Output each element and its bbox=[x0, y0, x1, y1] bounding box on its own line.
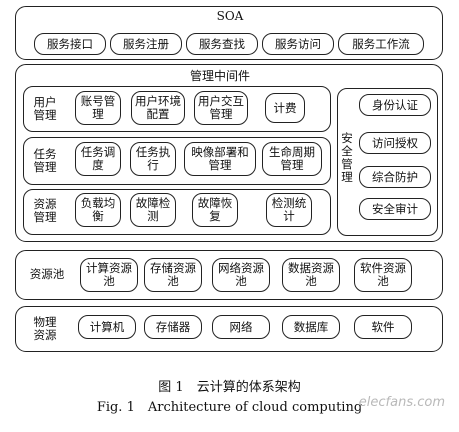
user-environment-config: 用户环境配置 bbox=[131, 91, 185, 125]
task-management-label: 任务管理 bbox=[33, 147, 57, 174]
soa-item-workflow: 服务工作流 bbox=[338, 33, 424, 55]
storage-resource-pool: 存储资源池 bbox=[144, 258, 202, 292]
resource-pool-label: 资源池 bbox=[29, 267, 65, 281]
load-balancing: 负载均衡 bbox=[75, 193, 121, 227]
physical-database: 数据库 bbox=[282, 315, 340, 339]
management-middleware-title: 管理中间件 bbox=[189, 69, 250, 83]
user-account-management: 账号管理 bbox=[75, 91, 121, 125]
physical-computer: 计算机 bbox=[78, 315, 136, 339]
soa-item-lookup: 服务查找 bbox=[186, 33, 258, 55]
soa-item-register: 服务注册 bbox=[110, 33, 182, 55]
soa-item-access: 服务访问 bbox=[262, 33, 334, 55]
caption-chinese: 图 1 云计算的体系架构 bbox=[158, 380, 301, 395]
task-execution: 任务执行 bbox=[130, 142, 176, 176]
physical-software: 软件 bbox=[354, 315, 412, 339]
integrated-protection: 综合防护 bbox=[359, 166, 431, 188]
identity-authentication: 身份认证 bbox=[359, 94, 431, 116]
physical-resources-label: 物理资源 bbox=[33, 315, 57, 342]
caption-english: Fig. 1 Architecture of cloud computing bbox=[96, 400, 363, 415]
physical-storage: 存储器 bbox=[144, 315, 202, 339]
monitoring-statistics: 检测统计 bbox=[266, 193, 312, 227]
lifecycle-management: 生命周期管理 bbox=[262, 142, 322, 176]
fault-detection: 故障检测 bbox=[130, 193, 176, 227]
security-audit: 安全审计 bbox=[359, 198, 431, 220]
security-management-label: 安全管理 bbox=[341, 131, 353, 184]
access-authorization: 访问授权 bbox=[359, 132, 431, 154]
physical-network: 网络 bbox=[212, 315, 270, 339]
data-resource-pool: 数据资源池 bbox=[282, 258, 340, 292]
task-scheduling: 任务调度 bbox=[75, 142, 121, 176]
user-management-label: 用户管理 bbox=[33, 95, 57, 122]
software-resource-pool: 软件资源池 bbox=[354, 258, 412, 292]
image-deployment-management: 映像部署和管理 bbox=[184, 142, 256, 176]
watermark: elecfans.com bbox=[358, 395, 445, 410]
fault-recovery: 故障恢复 bbox=[192, 193, 238, 227]
user-interaction-management: 用户交互管理 bbox=[194, 91, 248, 125]
billing: 计费 bbox=[265, 93, 305, 123]
soa-title: SOA bbox=[216, 9, 244, 23]
resource-management-label: 资源管理 bbox=[33, 197, 57, 224]
network-resource-pool: 网络资源池 bbox=[212, 258, 270, 292]
compute-resource-pool: 计算资源池 bbox=[80, 258, 138, 292]
soa-item-interface: 服务接口 bbox=[34, 33, 106, 55]
